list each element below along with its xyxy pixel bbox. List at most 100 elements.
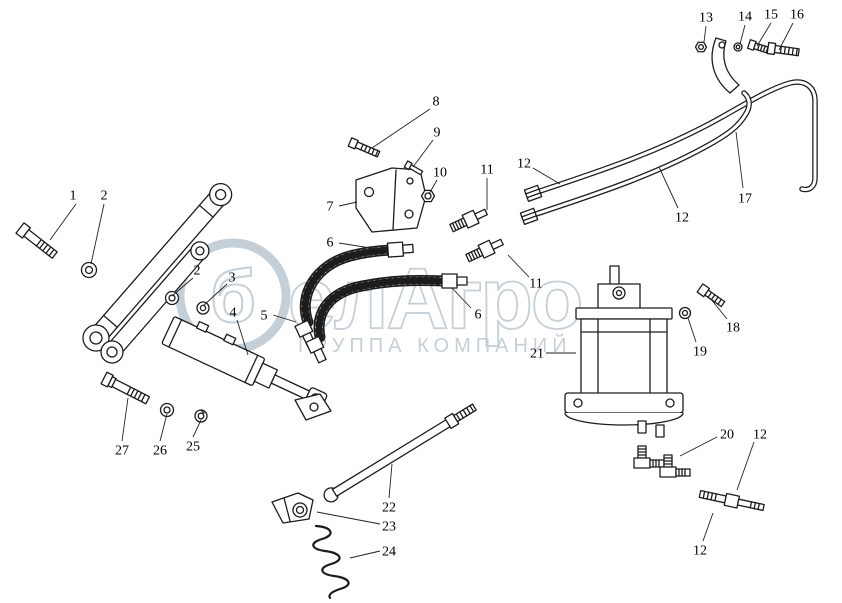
part-number-callout: 27	[115, 444, 129, 459]
mounting-bracket	[355, 167, 427, 233]
part-number-callout: 12	[517, 157, 531, 172]
pump-assembly	[564, 265, 684, 438]
part-number-callout: 8	[433, 95, 440, 110]
screw-part9	[403, 160, 424, 176]
part-number-callout: 22	[382, 501, 396, 516]
washer-part2b	[164, 290, 180, 306]
bolt-part1	[15, 222, 58, 259]
callout-leader-line	[679, 436, 718, 457]
tube-fitting-part11	[449, 208, 488, 233]
part-number-callout: 6	[475, 308, 482, 323]
nut-part10	[420, 189, 436, 203]
watermark-logo-letter: б	[210, 255, 256, 338]
callout-leader-line	[451, 287, 472, 309]
part-number-callout: 4	[230, 306, 237, 321]
washer-part14	[733, 42, 743, 52]
callout-leader-line	[778, 22, 794, 51]
callout-leader-line	[236, 319, 249, 356]
callout-leader-line	[388, 463, 393, 499]
part-number-callout: 13	[699, 11, 713, 26]
part-number-callout: 10	[433, 166, 447, 181]
cylinder-mount-bracket	[294, 393, 332, 421]
clamp-plate	[271, 492, 314, 524]
part-number-callout: 5	[261, 309, 268, 324]
tie-rod	[323, 403, 477, 503]
tube-fitting-part11	[465, 238, 504, 263]
part-number-callout: 20	[720, 428, 734, 443]
hose-end-fitting	[386, 241, 414, 258]
part-number-callout: 9	[434, 126, 441, 141]
callout-leader-line	[272, 314, 297, 323]
callout-leader-line	[121, 397, 129, 442]
callout-leader-line	[709, 297, 728, 320]
washer-part26	[159, 402, 175, 418]
bolt-part15	[746, 39, 772, 55]
coil-spring	[312, 524, 350, 600]
oil-tube-long	[531, 79, 818, 196]
callout-leader-line	[507, 254, 530, 278]
washer-part2	[80, 261, 98, 279]
part-number-callout: 12	[693, 544, 707, 559]
part-number-callout: 23	[382, 520, 396, 535]
callout-leader-line	[702, 512, 714, 542]
bolt-part16	[766, 41, 800, 57]
callout-leader-line	[202, 283, 228, 307]
part-number-callout: 15	[764, 8, 778, 23]
part-number-callout: 11	[529, 277, 542, 292]
callout-leader-line	[735, 131, 744, 189]
part-number-callout: 14	[738, 10, 752, 25]
callout-leader-line	[371, 108, 431, 149]
part-number-callout: 19	[693, 345, 707, 360]
pin-part3	[196, 301, 210, 315]
hose-elbow-fitting	[305, 335, 327, 364]
callout-leader-line	[428, 179, 438, 195]
straight-fitting-part12	[698, 489, 765, 512]
watermark-subtitle: ГРУППА КОМПАНИЙ	[298, 333, 572, 357]
part-number-callout: 1	[70, 189, 77, 204]
part-number-callout: 12	[753, 428, 767, 443]
part-number-callout: 11	[480, 163, 493, 178]
part-number-callout: 17	[738, 192, 752, 207]
tube-end-fitting	[523, 184, 543, 203]
callout-leader-line	[171, 277, 194, 297]
oil-tube-short	[527, 90, 752, 219]
lock-washer-part25	[194, 409, 208, 423]
part-number-callout: 12	[675, 211, 689, 226]
elbow-fitting-part20	[633, 445, 665, 469]
callout-leader-line	[703, 25, 707, 43]
hydraulic-hoses	[294, 241, 468, 364]
callout-leader-line	[159, 413, 168, 442]
part-number-callout: 2	[194, 264, 201, 279]
callout-leader-line	[756, 22, 772, 47]
part-number-callout: 26	[153, 444, 167, 459]
washer-part19	[678, 306, 692, 320]
callout-leader-line	[192, 419, 202, 438]
elbow-fitting-part20	[659, 454, 691, 478]
callout-leader-line	[736, 441, 755, 491]
part-number-callout: 18	[726, 321, 740, 336]
callout-leader-line	[658, 166, 679, 209]
callout-leader-line	[338, 201, 358, 207]
part-number-callout: 6	[327, 236, 334, 251]
tube-clamp-bracket	[711, 37, 740, 94]
callout-leader-line	[739, 24, 746, 45]
callout-leader-line	[338, 242, 384, 251]
hose-end-fitting	[441, 273, 468, 289]
callout-leader-line	[316, 511, 381, 525]
watermark: б елАгро ГРУППА КОМПАНИЙ	[175, 238, 584, 357]
part-number-callout: 24	[382, 545, 396, 560]
bolt-part8	[347, 137, 381, 158]
callout-leader-line	[90, 203, 105, 265]
part-number-callout: 16	[790, 8, 804, 23]
callout-leader-line	[687, 317, 697, 343]
callout-leader-line	[412, 139, 434, 168]
part-number-callout: 25	[186, 440, 200, 455]
part-number-callout: 2	[101, 189, 108, 204]
bolt-part27	[100, 371, 151, 405]
callout-leader-line	[349, 550, 381, 559]
callout-leader-line	[49, 203, 77, 241]
part-number-callout: 7	[327, 200, 334, 215]
